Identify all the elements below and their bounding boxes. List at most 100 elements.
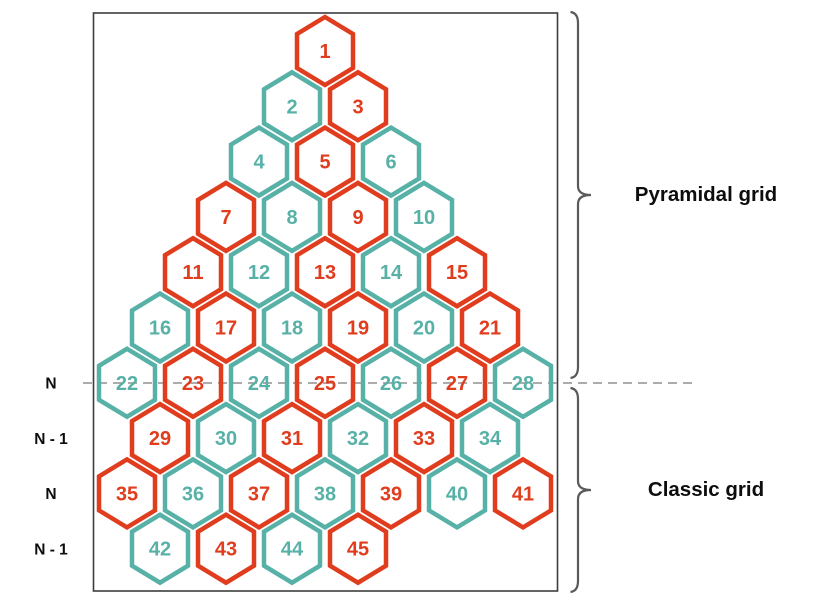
- hexagon-number: 12: [248, 262, 270, 284]
- hexagon-1: 1: [294, 14, 356, 88]
- hexagon-number: 31: [281, 428, 303, 450]
- row-label-n-lower: N: [45, 486, 56, 503]
- hexagon-outline: [393, 401, 455, 475]
- hexagon-outline: [195, 180, 257, 254]
- hexagon-number: 28: [512, 373, 534, 395]
- hexagon-outline: [195, 290, 257, 365]
- hexagon-37: 37: [228, 456, 290, 531]
- hexagon-5: 5: [294, 124, 356, 199]
- hexagon-outline: [393, 180, 455, 254]
- hexagon-number: 14: [380, 262, 403, 284]
- hexagon-25: 25: [294, 346, 356, 420]
- hexagon-outline: [426, 235, 488, 309]
- hexagon-outline: [426, 346, 488, 420]
- hexagon-number: 2: [286, 96, 297, 118]
- hexagon-number: 39: [380, 483, 402, 505]
- hexagon-28: 28: [492, 346, 554, 420]
- hexagon-number: 37: [248, 483, 270, 505]
- hexagon-outline: [459, 290, 521, 365]
- hexagon-number: 38: [314, 483, 336, 505]
- hexagon-11: 11: [162, 235, 224, 309]
- hexagon-number: 44: [281, 539, 304, 561]
- hexagon-number: 41: [512, 483, 534, 505]
- hexagon-outline: [261, 69, 323, 143]
- hexagon-32: 32: [327, 401, 389, 475]
- hexagon-outline: [327, 69, 389, 143]
- hexagon-outline: [360, 456, 422, 531]
- pyramidal-grid-brace: [570, 10, 592, 380]
- hexagon-outline: [492, 456, 554, 531]
- hexagon-number: 13: [314, 262, 336, 284]
- hexagon-number: 15: [446, 262, 468, 284]
- hexagon-number: 25: [314, 373, 336, 395]
- hexagon-number: 24: [248, 373, 271, 395]
- hexagon-outline: [96, 456, 158, 531]
- hexagon-outline: [228, 124, 290, 199]
- hexagon-24: 24: [228, 346, 290, 420]
- hexagon-outline: [162, 456, 224, 531]
- hexagon-number: 6: [385, 152, 396, 174]
- hexagon-40: 40: [426, 456, 488, 531]
- hexagon-outline: [162, 235, 224, 309]
- hexagon-35: 35: [96, 456, 158, 531]
- hexagon-outline: [261, 290, 323, 365]
- hexagon-outline: [327, 180, 389, 254]
- hexagon-42: 42: [129, 512, 191, 586]
- hexagon-outline: [129, 290, 191, 365]
- hexagon-29: 29: [129, 401, 191, 475]
- hexagon-outline: [195, 401, 257, 475]
- classic-grid-brace: [570, 386, 592, 594]
- hexagon-23: 23: [162, 346, 224, 420]
- hexagon-17: 17: [195, 290, 257, 365]
- hexagon-number: 16: [149, 318, 171, 340]
- hexagon-34: 34: [459, 401, 521, 475]
- hexagon-number: 42: [149, 539, 171, 561]
- hexagon-20: 20: [393, 290, 455, 365]
- hexagon-number: 33: [413, 428, 435, 450]
- hexagon-number: 34: [479, 428, 502, 450]
- hexagon-number: 35: [116, 483, 138, 505]
- hexagon-outline: [459, 401, 521, 475]
- row-label-n-minus-1-bottom: N - 1: [34, 542, 68, 559]
- hexagon-22: 22: [96, 346, 158, 420]
- hexagon-2: 2: [261, 69, 323, 143]
- hexagon-19: 19: [327, 290, 389, 365]
- hexagon-outline: [294, 14, 356, 88]
- hexagon-number: 4: [253, 152, 265, 174]
- hexagon-number: 36: [182, 483, 204, 505]
- hexagon-outline: [96, 346, 158, 420]
- hexagon-outline: [327, 512, 389, 586]
- hexagon-number: 9: [352, 207, 363, 229]
- hexagon-26: 26: [360, 346, 422, 420]
- hexagon-outline: [327, 290, 389, 365]
- hexagon-44: 44: [261, 512, 323, 586]
- hexagon-outline: [360, 235, 422, 309]
- hexagon-15: 15: [426, 235, 488, 309]
- hexagon-number: 23: [182, 373, 204, 395]
- hexagon-36: 36: [162, 456, 224, 531]
- hexagon-number: 7: [220, 207, 231, 229]
- hexagon-outline: [426, 456, 488, 531]
- hexagon-10: 10: [393, 180, 455, 254]
- section-label-classic-grid: Classic grid: [648, 478, 764, 501]
- hexagon-outline: [327, 401, 389, 475]
- hexagon-outline: [129, 512, 191, 586]
- hexagon-3: 3: [327, 69, 389, 143]
- hexagon-13: 13: [294, 235, 356, 309]
- hexagon-number: 3: [352, 96, 363, 118]
- hexagon-number: 17: [215, 318, 237, 340]
- hexagon-number: 10: [413, 207, 435, 229]
- hexagon-number: 32: [347, 428, 369, 450]
- hexagon-7: 7: [195, 180, 257, 254]
- hexagon-outline: [360, 346, 422, 420]
- hexagon-6: 6: [360, 124, 422, 199]
- hexagon-number: 22: [116, 373, 138, 395]
- hexagon-outline: [294, 124, 356, 199]
- hexagon-number: 21: [479, 318, 501, 340]
- hexagon-number: 30: [215, 428, 237, 450]
- hexagon-45: 45: [327, 512, 389, 586]
- hexagon-outline: [228, 456, 290, 531]
